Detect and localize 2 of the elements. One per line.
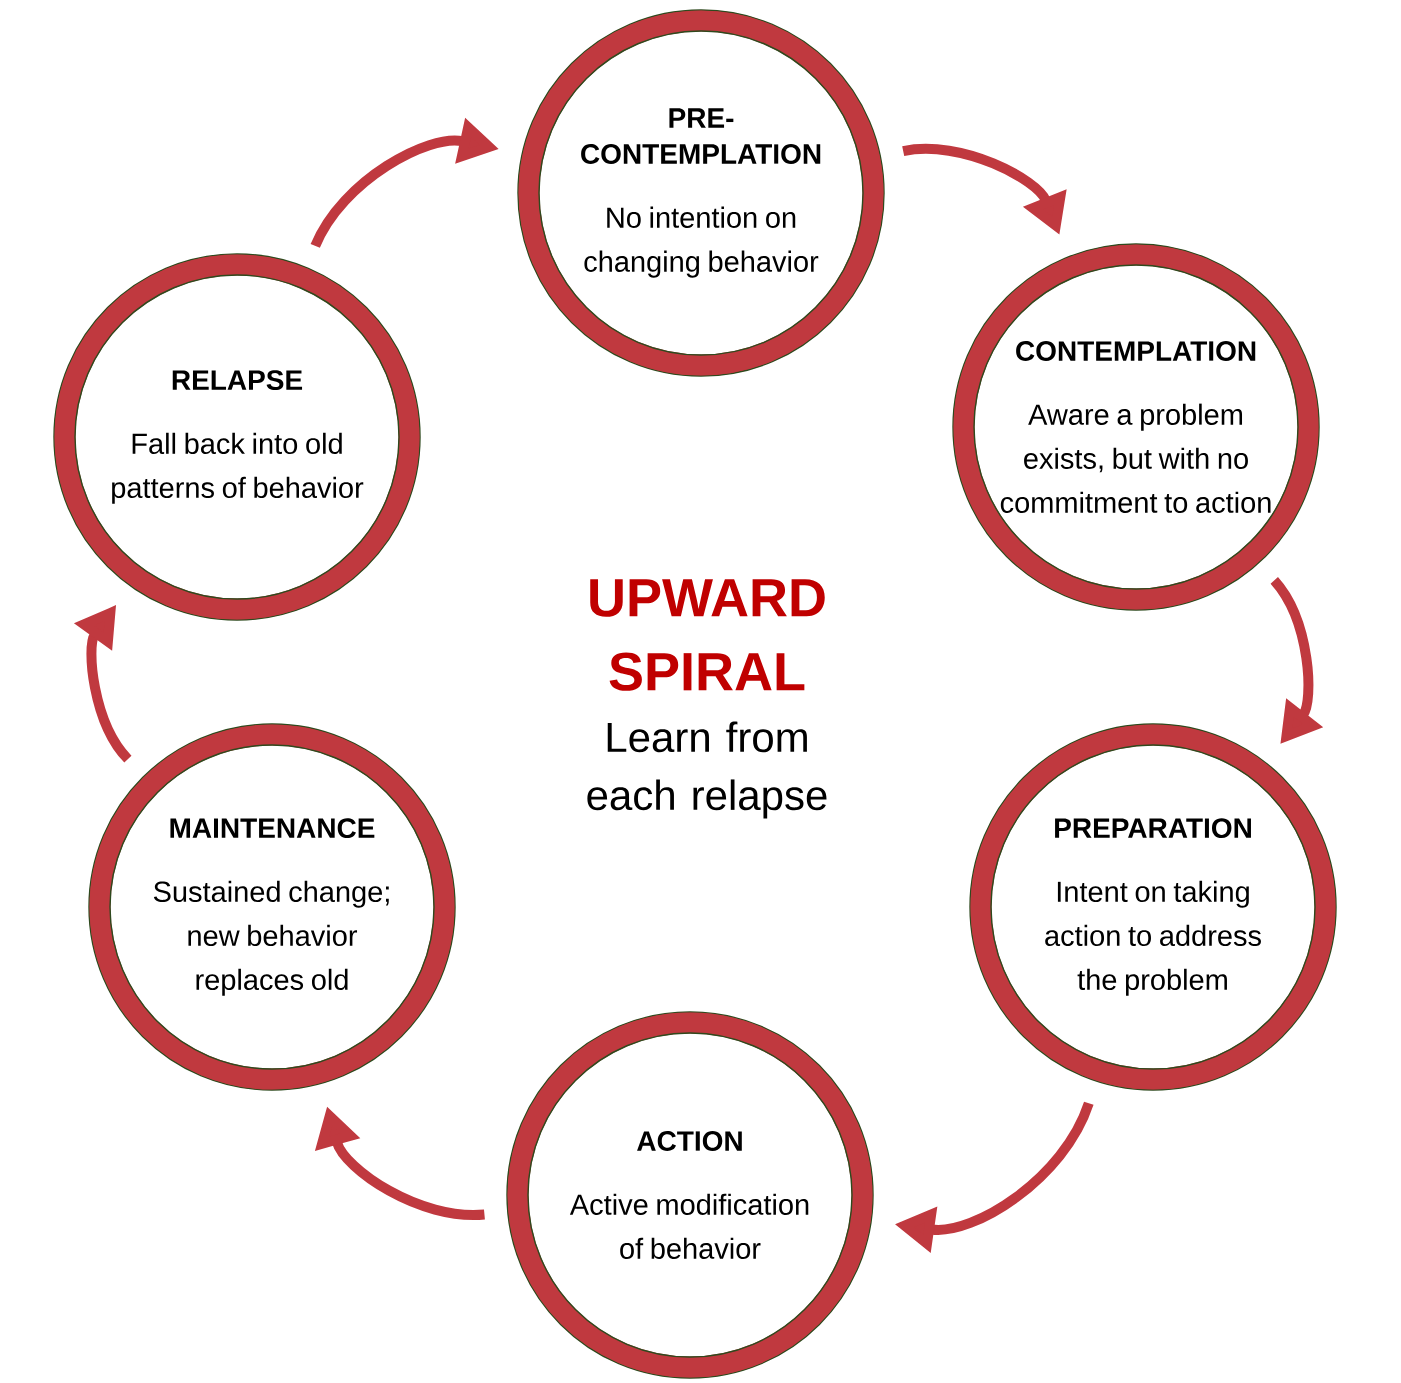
center-title: UPWARD SPIRAL [590, 579, 825, 691]
center-subtitle: Learn from each relapse [587, 721, 827, 819]
